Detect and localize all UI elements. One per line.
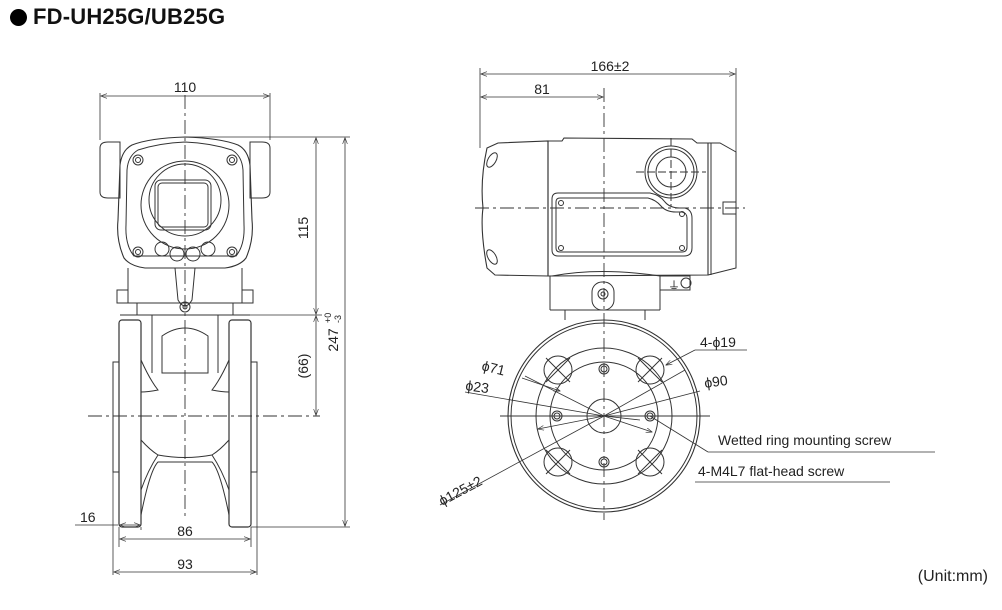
side-view-dimensions [439,68,935,506]
front-view-dimensions [75,93,350,575]
side-view: ⏚ [475,88,745,520]
label-wetted-ring-screw: Wetted ring mounting screw [718,432,892,448]
dim-inner-ring: ϕ71 [480,357,507,378]
svg-text:247: 247 [325,328,341,352]
bullet-icon [10,8,27,26]
drawing-title: FD-UH25G/UB25G [10,4,225,30]
dim-115: 115 [295,217,311,240]
dim-66: (66) [295,354,311,379]
svg-text:+0: +0 [323,313,333,323]
dim-86: 86 [177,523,193,539]
dim-bore: ϕ23 [465,377,491,396]
dim-81: 81 [534,81,550,97]
dim-247: 247 +0 -3 [323,313,343,352]
unit-note: (Unit:mm) [917,568,988,585]
label-flat-head-screw: 4-M4L7 flat-head screw [698,463,845,479]
dim-93: 93 [177,556,193,572]
model-name: FD-UH25G/UB25G [33,4,226,29]
dim-bolt-holes: 4-ϕ19 [700,334,736,350]
svg-text:-3: -3 [333,315,343,323]
side-view-labels: 166±2 81 4-ϕ19 ϕ90 ϕ71 ϕ23 ϕ125±2 Wetted… [436,58,892,509]
dim-166: 166±2 [591,58,630,74]
dim-pcd: ϕ90 [703,372,729,391]
front-view-labels: 110 115 (66) 247 +0 -3 16 86 93 [80,79,343,572]
ground-icon: ⏚ [668,279,680,293]
dim-flange-od: ϕ125±2 [436,473,485,509]
front-view [88,95,320,528]
dim-16: 16 [80,509,96,525]
dim-110: 110 [174,79,197,95]
